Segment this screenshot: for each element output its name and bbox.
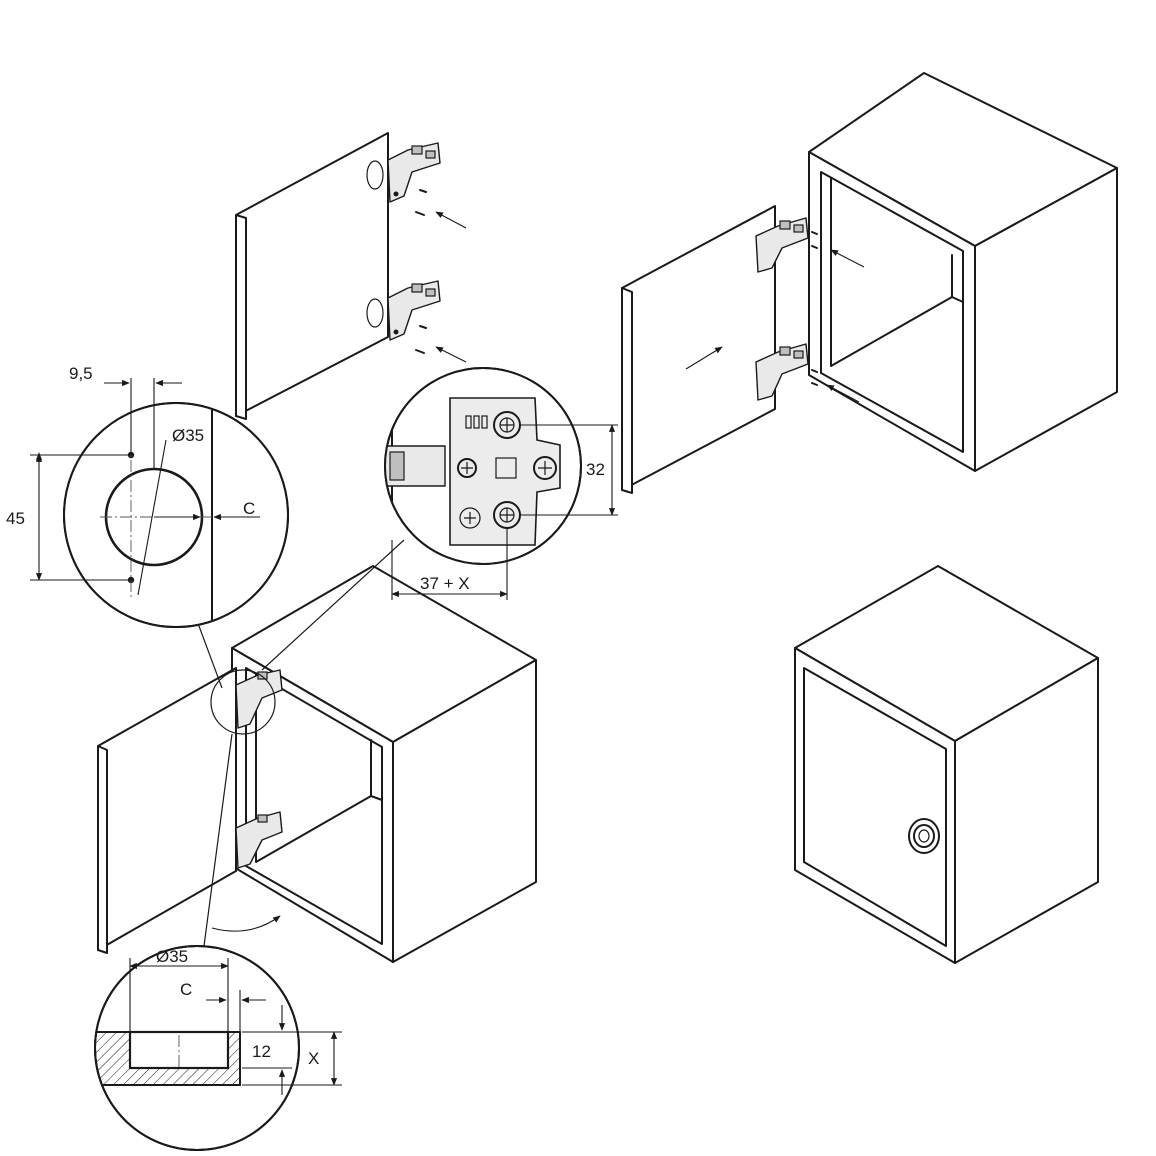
- door2-hinge-lower: [755, 343, 860, 403]
- door3-panel: [97, 667, 237, 951]
- dim-plate-offset: 37 + X: [420, 574, 470, 593]
- cabinet4-door: [803, 667, 947, 947]
- dim-cup-diameter-section: Ø35: [156, 947, 188, 966]
- step4-closed-cabinet: [794, 565, 1099, 964]
- dim-edge-distance-section: C: [180, 980, 192, 999]
- door-panel-edge: [235, 214, 247, 420]
- plate-screw-bottom: [493, 501, 521, 529]
- step3-open-cabinet: [97, 565, 537, 963]
- door3-hinge-lower: [235, 811, 283, 869]
- dim-cup-diameter-top: Ø35: [172, 426, 204, 445]
- step2-door-and-cabinet: [621, 72, 1118, 494]
- step1-door-with-hinges: [235, 132, 467, 420]
- plate-screw-left: [457, 458, 477, 478]
- dim-plate-height: 32: [586, 460, 605, 479]
- detail-mounting-plate: 32 37 + X: [384, 367, 618, 600]
- dim-hole-spacing: 45: [6, 509, 25, 528]
- dim-door-thickness: X: [308, 1049, 319, 1068]
- leader-lines: [195, 539, 405, 947]
- dim-cup-depth: 12: [252, 1042, 271, 1061]
- door-hinge-upper: [366, 142, 467, 229]
- door-swing-arrow: [211, 915, 281, 932]
- door-knob-icon: [908, 818, 940, 854]
- cabinet2-front: [808, 151, 976, 472]
- mounting-plate: [449, 397, 561, 546]
- dim-edge-offset: 9,5: [69, 364, 93, 383]
- dim-edge-distance-top: C: [243, 499, 255, 518]
- door2-panel: [621, 205, 776, 491]
- cabinet4-front: [794, 647, 956, 964]
- door-panel-face: [235, 132, 389, 417]
- door-hinge-lower: [366, 280, 467, 363]
- door2-hinge-upper: [755, 217, 865, 273]
- detail-cup-section: Ø35 C 12 X: [94, 945, 342, 1151]
- plate-screw-right: [533, 456, 557, 480]
- plate-center-square: [495, 457, 517, 479]
- detail-callout-circle: [210, 669, 276, 735]
- detail-cup-top-view: 9,5 Ø35 45 C: [6, 364, 289, 628]
